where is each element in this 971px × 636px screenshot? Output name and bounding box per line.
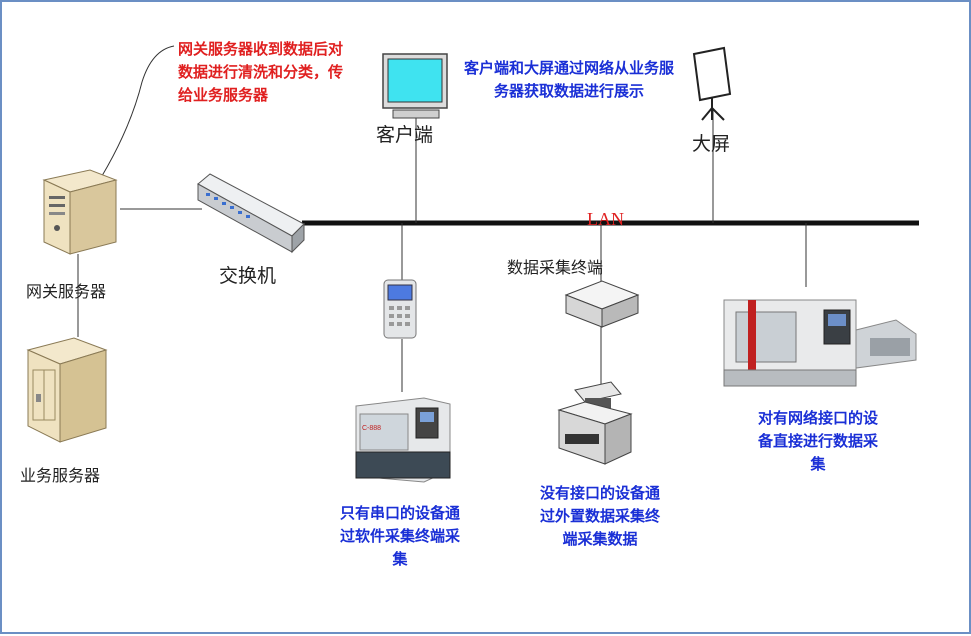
- data-terminal-box-icon: [564, 280, 640, 328]
- tower-server-icon: [26, 337, 108, 443]
- client-label: 客户端: [376, 124, 434, 146]
- projector-screen-icon: [692, 46, 732, 121]
- data-terminal-label: 数据采集终端: [507, 258, 604, 277]
- printer-icon: [557, 381, 633, 465]
- svg-text:C-888: C-888: [362, 425, 381, 432]
- gateway-server-label: 网关服务器: [26, 282, 107, 301]
- gateway-note: 网关服务器收到数据后对数据进行清洗和分类，传给业务服务器: [178, 40, 344, 104]
- client-note: 客户端和大屏通过网络从业务服务器获取数据进行展示: [464, 59, 675, 100]
- lan-label: LAN: [587, 209, 624, 229]
- tower-server-icon: [42, 169, 118, 255]
- switch-icon: [197, 173, 305, 254]
- business-server-label: 业务服务器: [20, 466, 101, 485]
- serial-note: 只有串口的设备通过软件采集终端采集: [339, 504, 460, 568]
- switch-label: 交换机: [219, 265, 277, 287]
- cnc-machine-icon: [723, 299, 917, 387]
- monitor-icon: [382, 53, 448, 119]
- card-terminal-icon: [383, 279, 417, 339]
- no-port-note: 没有接口的设备通过外置数据采集终端采集数据: [539, 484, 660, 548]
- cnc-lathe-icon: C-888: [355, 397, 451, 483]
- network-note: 对有网络接口的设备直接进行数据采集: [757, 409, 878, 473]
- big-screen-label: 大屏: [692, 133, 731, 155]
